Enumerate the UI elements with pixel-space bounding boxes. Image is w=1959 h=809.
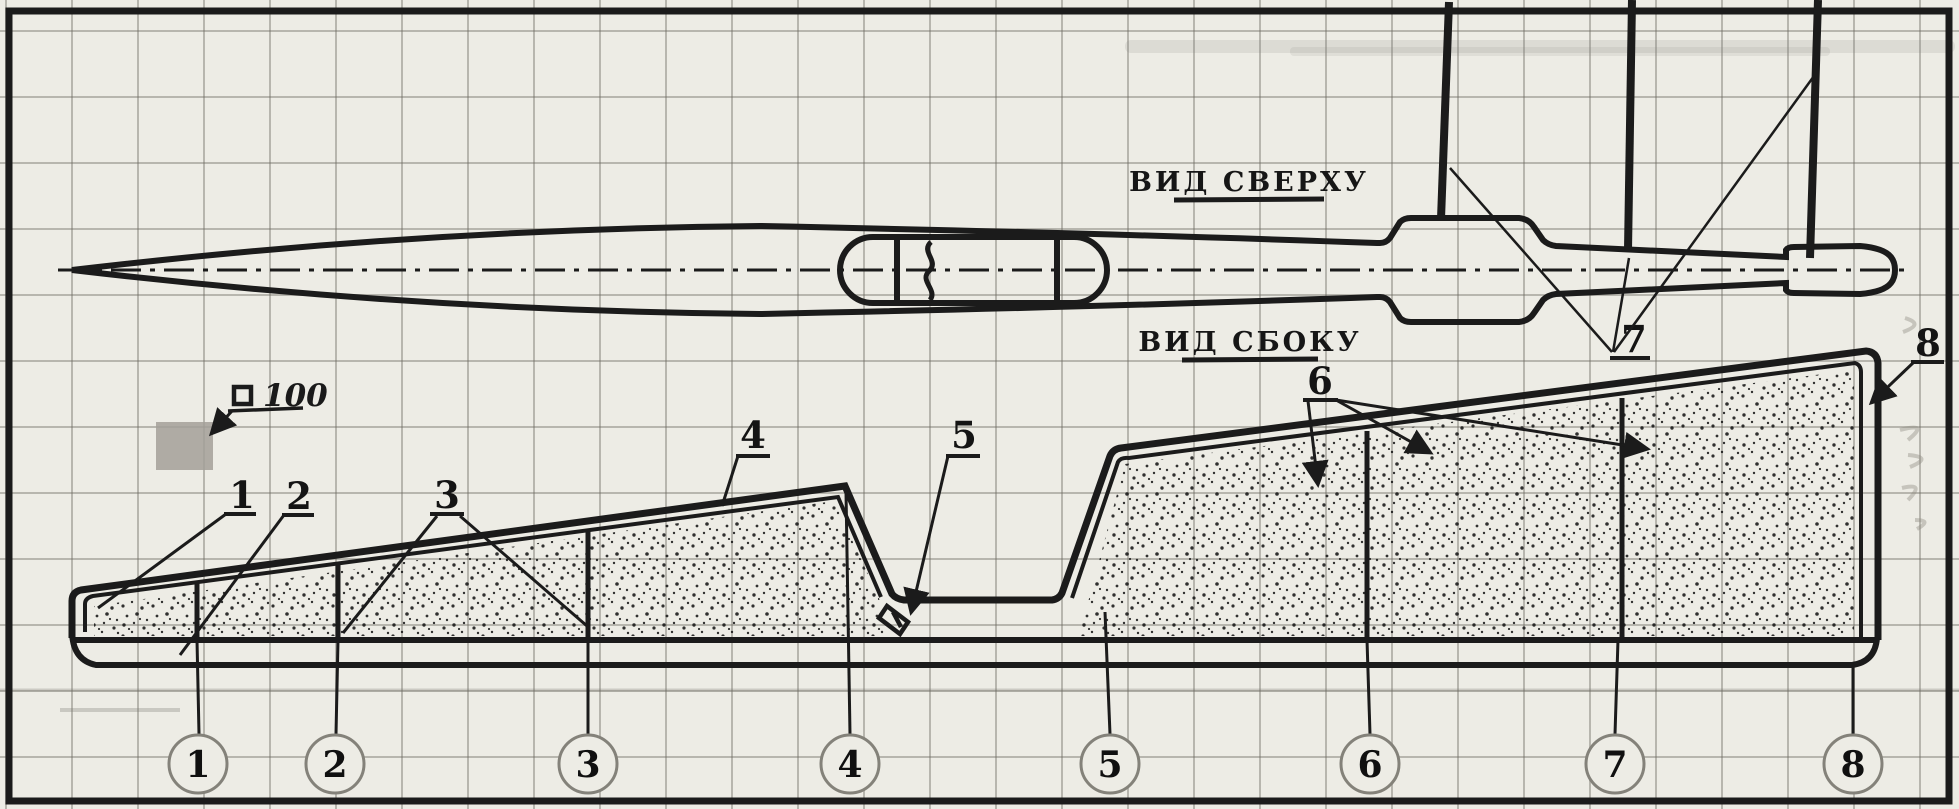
part-circle-6: 6 bbox=[1339, 733, 1401, 795]
callout-leader-3b bbox=[459, 514, 588, 628]
callout-label-4: 4 bbox=[740, 413, 766, 457]
scale-square-symbol-icon bbox=[231, 384, 254, 407]
callout-leader-2 bbox=[178, 514, 286, 656]
callout-leader-7c bbox=[1612, 75, 1816, 353]
callout-leader-6c bbox=[1335, 398, 1651, 459]
part-circle-5: 5 bbox=[1079, 733, 1141, 795]
view-titles: ВИД СВЕРХУ ВИД СБОКУ bbox=[1129, 167, 1369, 363]
part-circle-3: 3 bbox=[557, 733, 619, 795]
callout-leader-7b bbox=[1611, 257, 1631, 353]
callout-label-1: 1 bbox=[229, 473, 255, 517]
top-view-cabin-outline bbox=[837, 234, 1110, 306]
part-number-circles: 1 2 3 4 5 6 7 bbox=[167, 733, 1884, 795]
mast-line-1 bbox=[1437, 1, 1453, 220]
callout-label-3: 3 bbox=[434, 473, 460, 517]
part-circle-number-8: 8 bbox=[1840, 744, 1865, 786]
top-view-title: ВИД СВЕРХУ bbox=[1129, 167, 1369, 198]
part-circle-number-2: 2 bbox=[322, 744, 347, 786]
part-circle-number-1: 1 bbox=[185, 744, 210, 786]
callout-leader-5 bbox=[903, 455, 950, 616]
sheet-border-frame bbox=[5, 7, 1953, 805]
callout-leader-6a bbox=[1301, 400, 1329, 488]
part-circle-4: 4 bbox=[819, 733, 881, 795]
part-circle-leader-lines bbox=[195, 491, 1855, 735]
part-circle-2: 2 bbox=[304, 733, 366, 795]
callout-leader-8 bbox=[1868, 360, 1916, 406]
scale-arrow bbox=[208, 407, 238, 437]
callout-label-5: 5 bbox=[951, 413, 977, 457]
callout-leader-1 bbox=[97, 512, 227, 610]
top-view-drawing bbox=[58, 0, 1912, 325]
scale-underline bbox=[227, 406, 304, 413]
part-circle-number-3: 3 bbox=[575, 744, 600, 786]
scale-shaded-square bbox=[156, 422, 213, 470]
part-circle-7: 7 bbox=[1584, 733, 1646, 795]
side-view-hull-inner-line-rear bbox=[1070, 360, 1863, 638]
callout-leader-4 bbox=[720, 455, 740, 507]
top-view-hull-outline bbox=[71, 215, 1899, 325]
part-circle-1: 1 bbox=[167, 733, 229, 795]
callout-leader-6b bbox=[1335, 398, 1434, 455]
side-view-drawing bbox=[68, 347, 1882, 668]
cockpit-fitting bbox=[875, 602, 912, 638]
part-circle-number-7: 7 bbox=[1602, 744, 1627, 786]
side-view-rear-sheeting-stipple bbox=[1079, 370, 1854, 636]
mast-line-3 bbox=[1806, 0, 1822, 259]
paper-smudges bbox=[0, 40, 1959, 712]
side-view-title: ВИД СБОКУ bbox=[1138, 327, 1361, 358]
drawing-callouts: 1 2 3 4 5 6 7 bbox=[97, 75, 1944, 656]
part-circle-number-5: 5 bbox=[1097, 744, 1122, 786]
side-view-hull-inner-line-front bbox=[83, 494, 883, 632]
side-view-hull-outer-profile bbox=[68, 347, 1882, 640]
part-circle-8: 8 bbox=[1822, 733, 1884, 795]
part-circle-number-4: 4 bbox=[837, 744, 862, 786]
scale-marker: 100 bbox=[156, 378, 328, 470]
callout-leader-3a bbox=[341, 515, 439, 634]
callout-label-6: 6 bbox=[1307, 359, 1333, 403]
part-circle-number-6: 6 bbox=[1357, 744, 1382, 786]
side-view-title-underline bbox=[1181, 356, 1319, 363]
side-view-bottom-strip-outline bbox=[69, 629, 1880, 668]
callout-label-8: 8 bbox=[1915, 321, 1941, 365]
mast-line-2 bbox=[1624, 0, 1636, 251]
side-view-front-sheeting-stipple bbox=[94, 501, 887, 636]
callout-leader-7a bbox=[1449, 167, 1613, 353]
top-view-title-underline bbox=[1173, 196, 1325, 203]
callout-label-2: 2 bbox=[286, 474, 312, 518]
top-view-cabin-squiggle-mark bbox=[923, 240, 935, 302]
